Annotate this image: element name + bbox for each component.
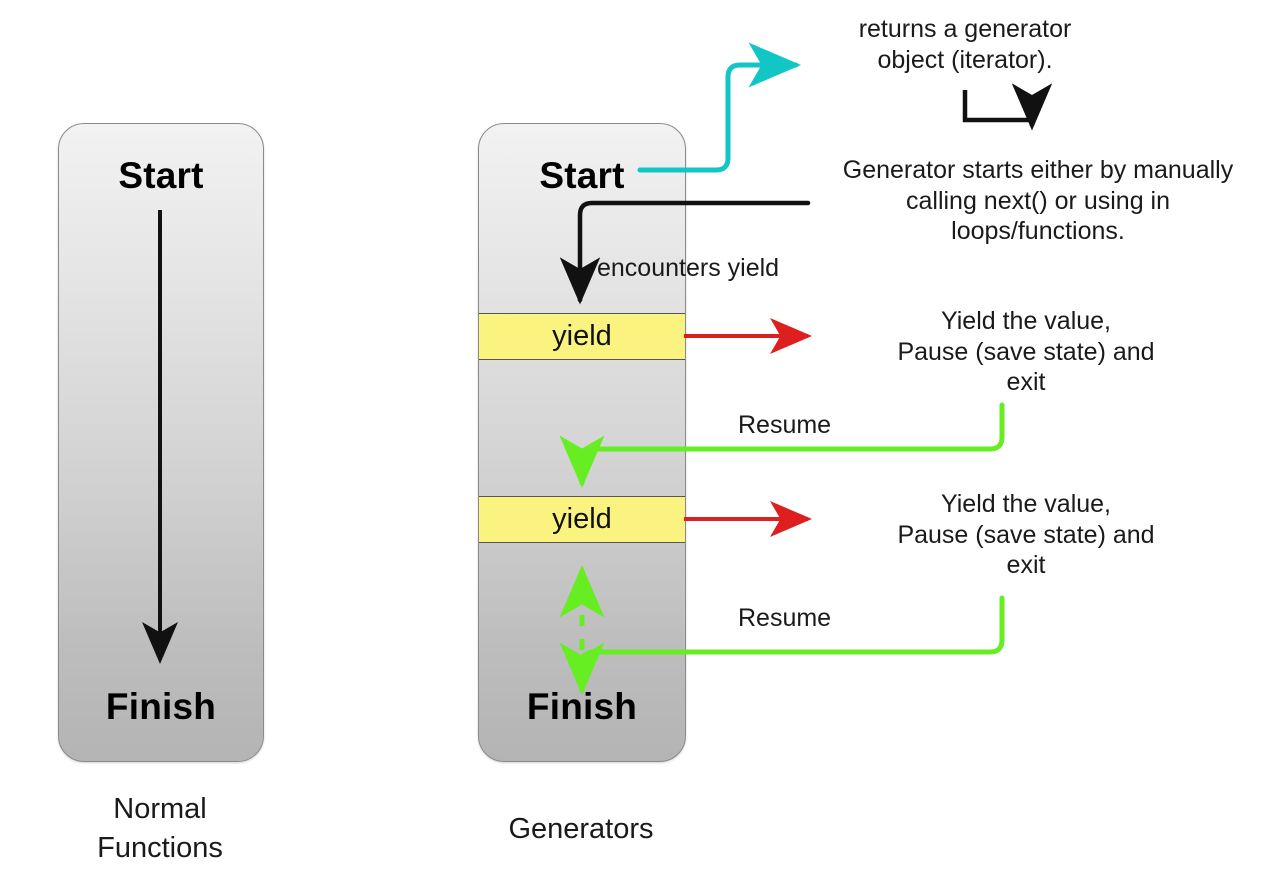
yield-block-2-label: yield <box>552 503 612 535</box>
resume-label-1: Resume <box>738 411 832 439</box>
yield-block-1-label: yield <box>552 320 612 352</box>
note-link-arrow <box>962 83 1053 131</box>
yield-block-2: yield <box>479 496 685 543</box>
generator-box: Start yield yield Finish <box>478 123 686 762</box>
generator-finish-label: Finish <box>526 686 638 727</box>
yield-block-1: yield <box>479 313 685 360</box>
returns-generator-note: returns a generator object (iterator). <box>858 15 1072 74</box>
generator-start-label: Start <box>539 155 625 196</box>
normal-function-finish-label: Finish <box>105 686 217 727</box>
encounters-yield-label: encounters yield <box>597 254 780 282</box>
generators-caption: Generators <box>508 813 654 845</box>
normal-function-start-label: Start <box>118 155 204 196</box>
yield-note-1: Yield the value, Pause (save state) and … <box>897 307 1155 396</box>
normal-function-box: Start Finish <box>58 123 264 762</box>
generator-starts-note: Generator starts either by manually call… <box>842 156 1234 245</box>
yield-note-2: Yield the value, Pause (save state) and … <box>897 490 1155 579</box>
resume-label-2: Resume <box>738 604 832 632</box>
normal-functions-caption: Normal Functions <box>97 793 223 865</box>
